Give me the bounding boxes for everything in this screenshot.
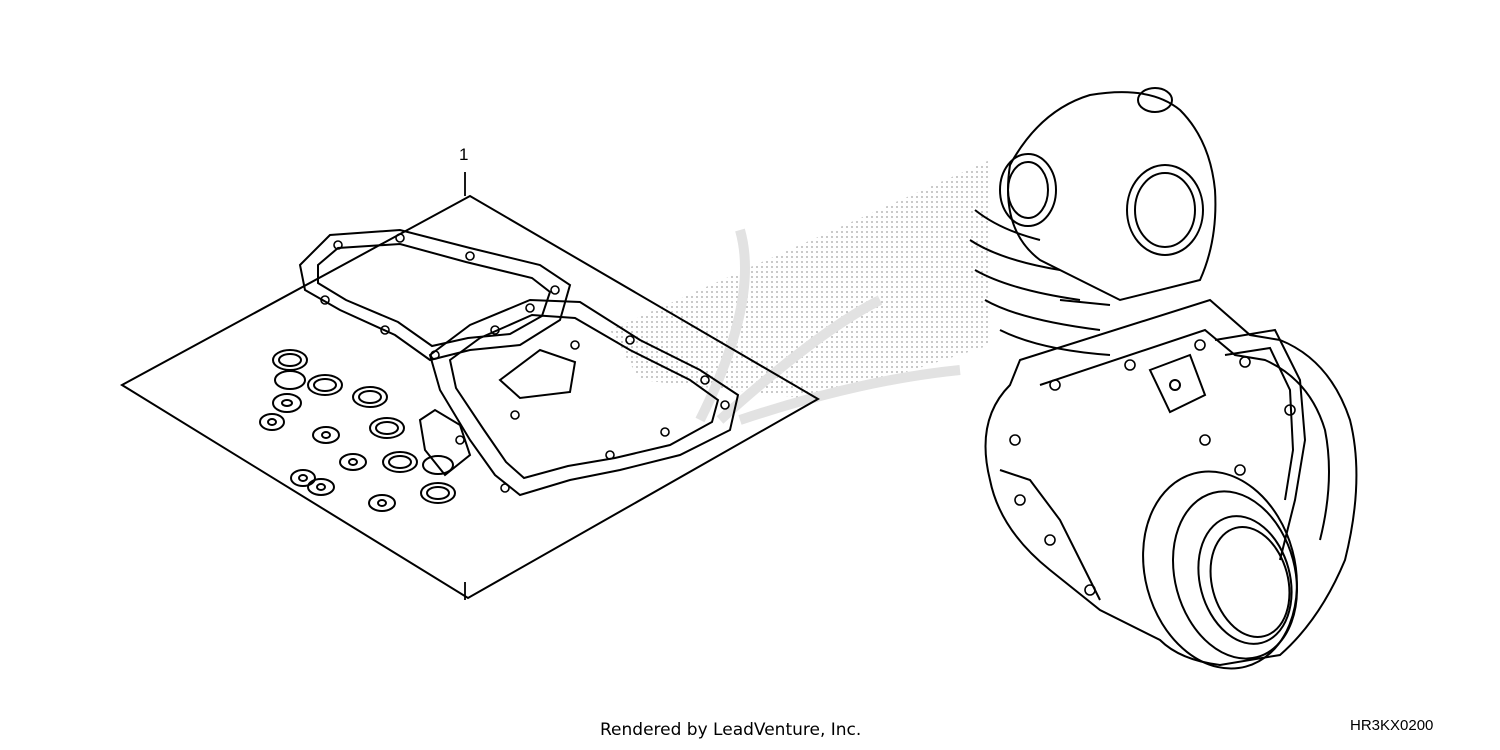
diagram-code: HR3KX0200 — [1350, 717, 1434, 734]
intake-port — [999, 153, 1057, 227]
exhaust-port — [1126, 164, 1204, 256]
cylinder-head — [1007, 91, 1217, 302]
output-housing — [1142, 470, 1298, 670]
engine-illustration — [969, 87, 1358, 670]
inner-cover — [498, 348, 577, 400]
wing-watermark — [695, 228, 961, 425]
footer-credit: Rendered by LeadVenture, Inc. — [600, 720, 862, 740]
middle-gasket — [428, 298, 740, 497]
gasket-kit — [120, 194, 821, 600]
gasket-bolt-holes — [320, 233, 730, 493]
bracket-gasket — [418, 408, 472, 477]
upper-gasket — [298, 228, 572, 362]
base-plate — [1148, 353, 1207, 414]
callout-number-1: 1 — [459, 145, 469, 164]
projection-dots — [610, 160, 990, 400]
crankcase — [984, 298, 1358, 667]
side-cover — [1214, 328, 1307, 561]
o-rings — [259, 349, 456, 512]
crankcase-bolts — [1009, 339, 1296, 596]
kit-outline — [120, 194, 821, 600]
